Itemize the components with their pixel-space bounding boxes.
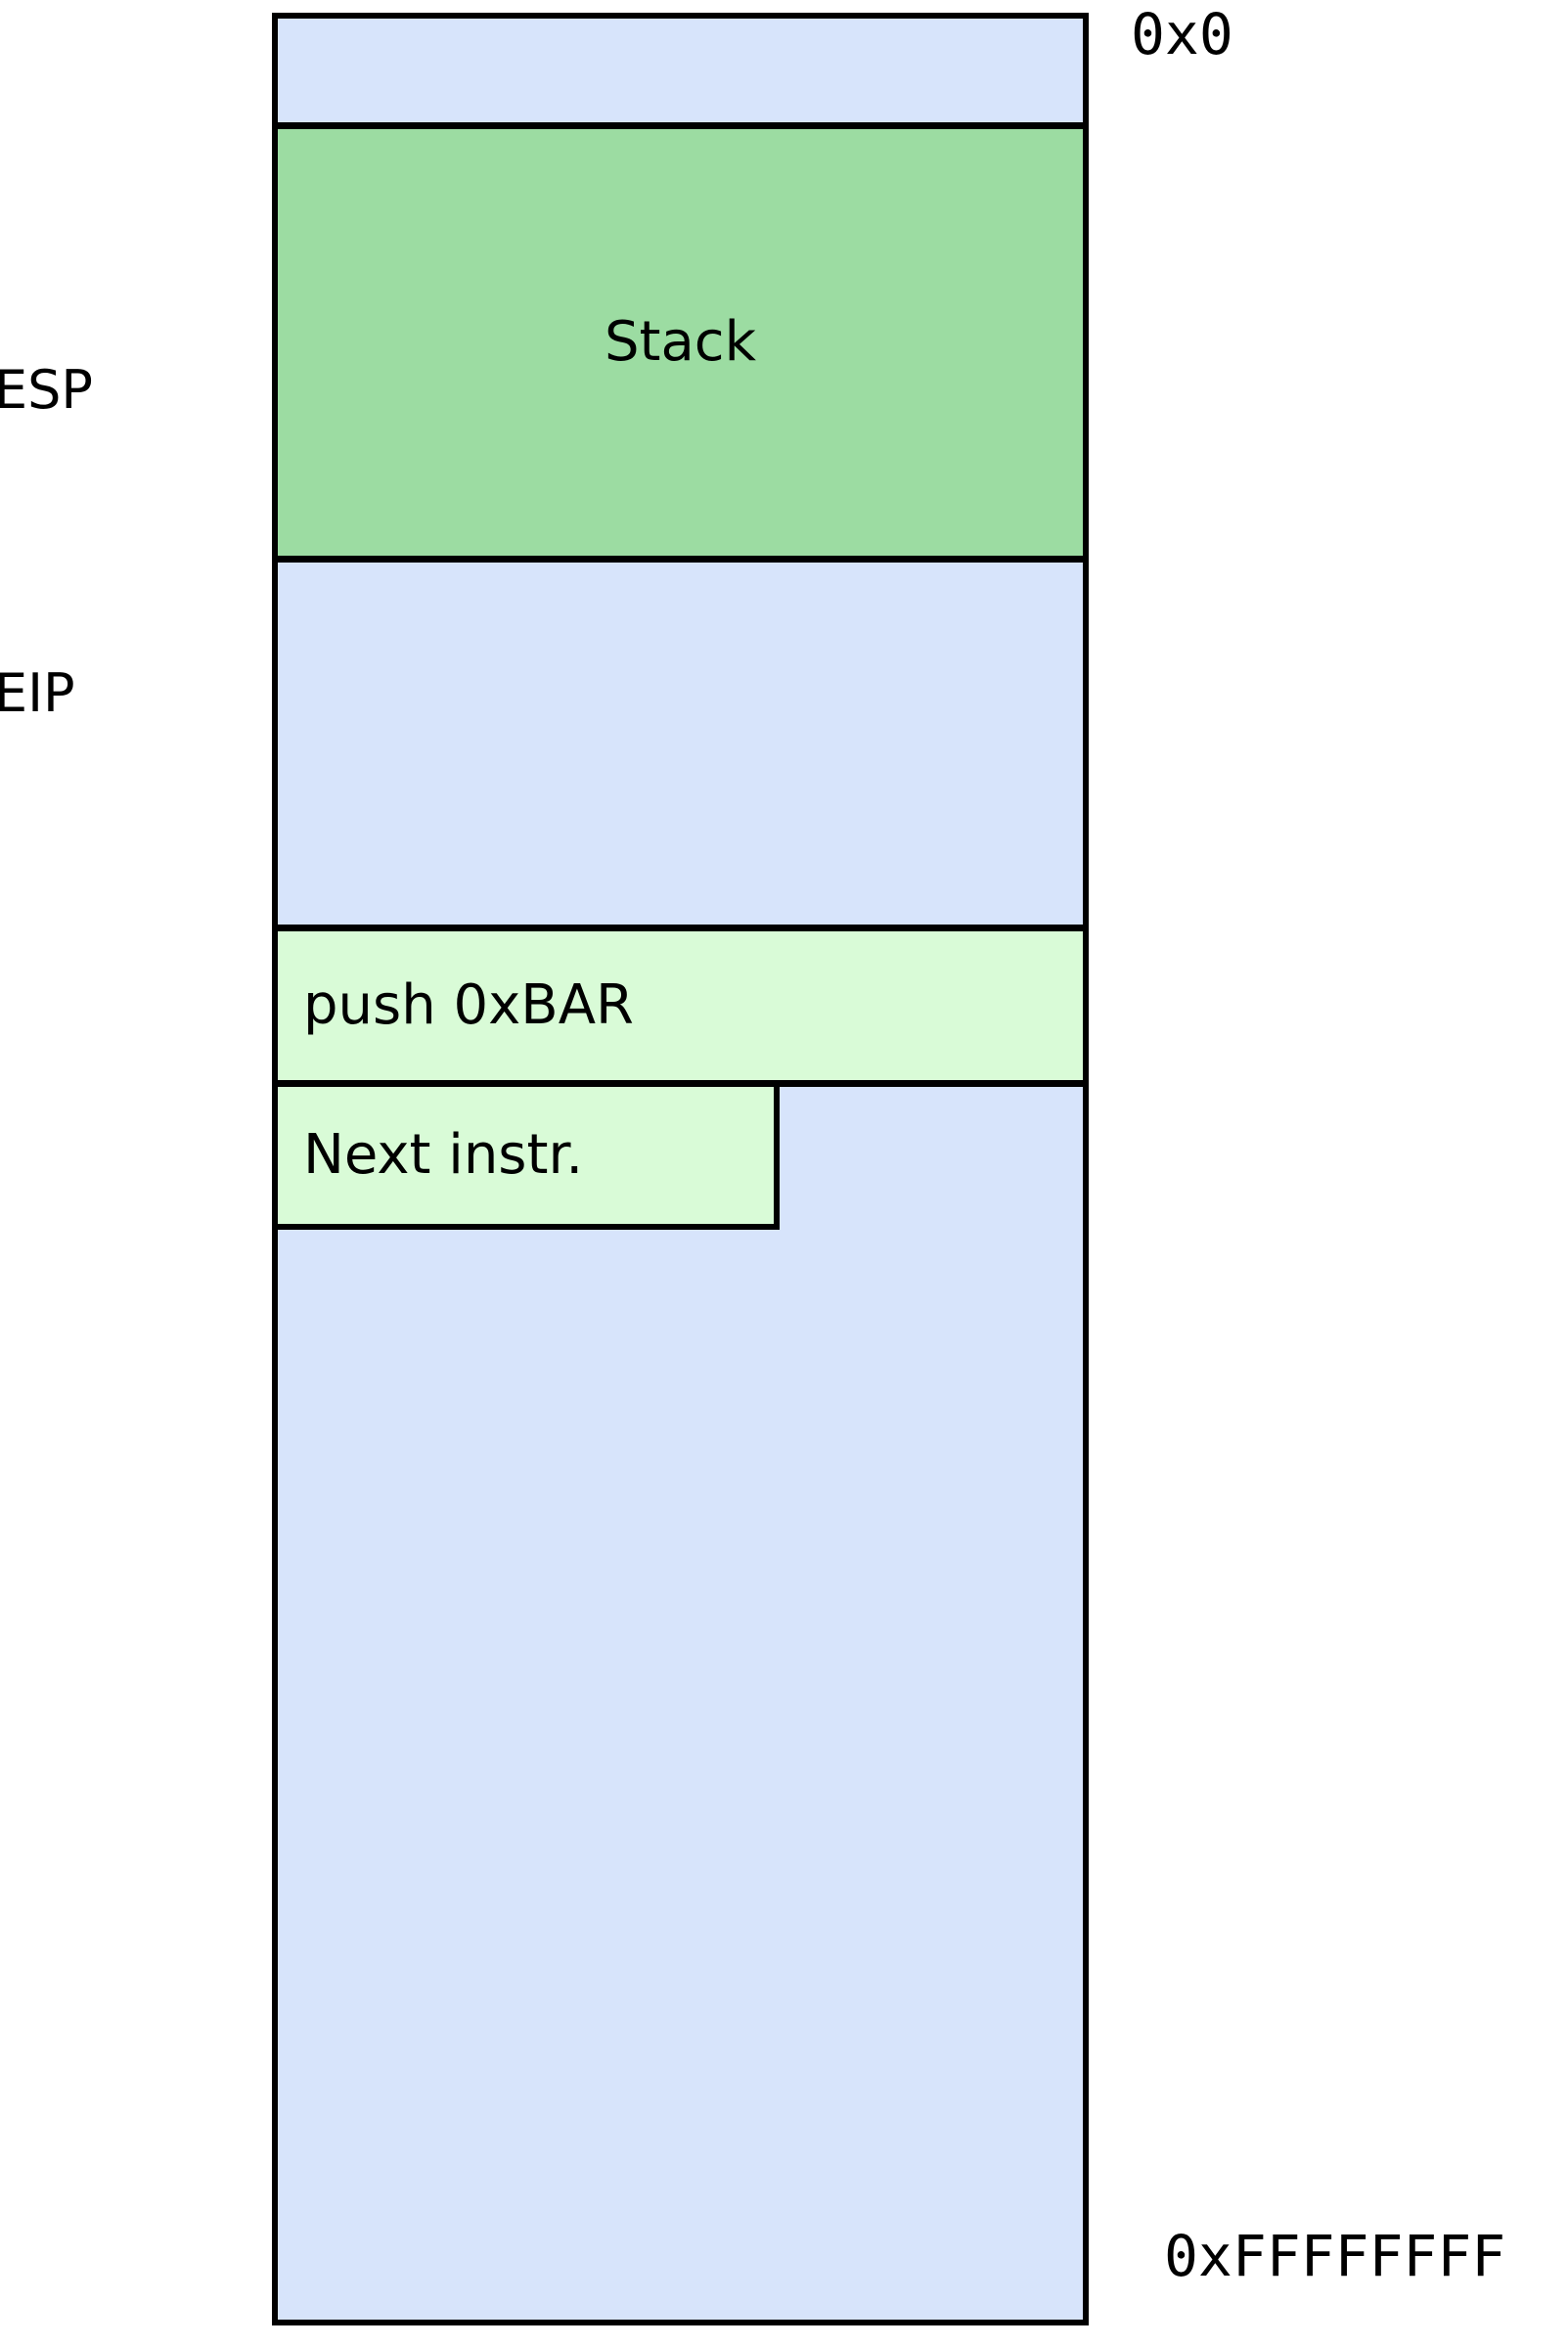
memory-segment-unused-bottom	[272, 1081, 1089, 2325]
memory-segment-unused-middle	[272, 557, 1089, 930]
address-label-top: 0x0	[1131, 1, 1233, 68]
memory-segment-stack: Stack	[272, 123, 1089, 562]
memory-segment-unused-top	[272, 13, 1089, 128]
memory-segment-push-instruction-label: push 0xBAR	[303, 973, 634, 1037]
memory-segment-stack-label: Stack	[604, 310, 757, 374]
memory-column: Stack push 0xBAR Next instr.	[272, 13, 1089, 2325]
address-label-bottom: 0xFFFFFFFF	[1164, 2223, 1506, 2289]
memory-segment-next-instruction: Next instr.	[272, 1081, 780, 1230]
register-label-eip: EIP	[0, 662, 75, 724]
memory-segment-next-instruction-label: Next instr.	[303, 1123, 584, 1187]
memory-segment-push-instruction: push 0xBAR	[272, 925, 1089, 1086]
register-label-esp: ESP	[0, 359, 93, 421]
